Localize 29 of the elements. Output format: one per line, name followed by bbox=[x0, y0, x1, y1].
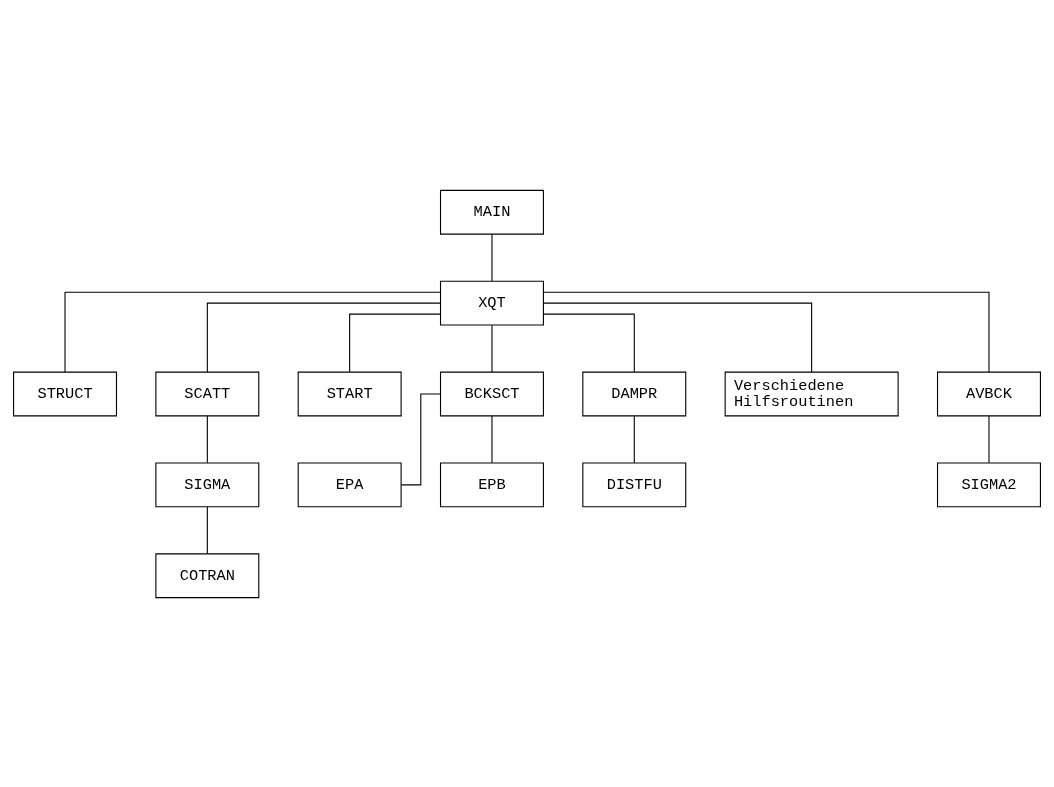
connector bbox=[491, 324, 493, 372]
connector bbox=[349, 313, 441, 372]
node-box: SIGMA bbox=[155, 461, 260, 507]
node-box: XQT bbox=[439, 280, 544, 326]
connector bbox=[400, 392, 441, 485]
node-box: EPB bbox=[439, 461, 544, 507]
node-box: MAIN bbox=[439, 189, 544, 235]
node-box: SIGMA2 bbox=[937, 461, 1041, 507]
node-box: SCATT bbox=[155, 371, 260, 416]
connector bbox=[206, 302, 441, 373]
connector bbox=[988, 414, 990, 463]
connector bbox=[206, 505, 208, 554]
node-box: BCKSCT bbox=[439, 371, 544, 416]
node-box: AVBCK bbox=[937, 371, 1041, 416]
connector bbox=[64, 291, 441, 372]
connector bbox=[543, 302, 813, 373]
connector bbox=[206, 414, 208, 463]
node-box: DAMPR bbox=[582, 371, 687, 416]
node-box: COTRAN bbox=[155, 552, 260, 598]
connector bbox=[543, 313, 635, 372]
node-box: EPA bbox=[297, 461, 402, 507]
node-box: Verschiedene Hilfsroutinen bbox=[724, 371, 899, 416]
node-box: START bbox=[297, 371, 402, 416]
node-box: STRUCT bbox=[13, 371, 117, 416]
node-box: DISTFU bbox=[582, 461, 687, 507]
connector bbox=[491, 233, 493, 282]
connector bbox=[491, 414, 493, 463]
connector bbox=[543, 291, 990, 372]
connector bbox=[633, 414, 635, 463]
